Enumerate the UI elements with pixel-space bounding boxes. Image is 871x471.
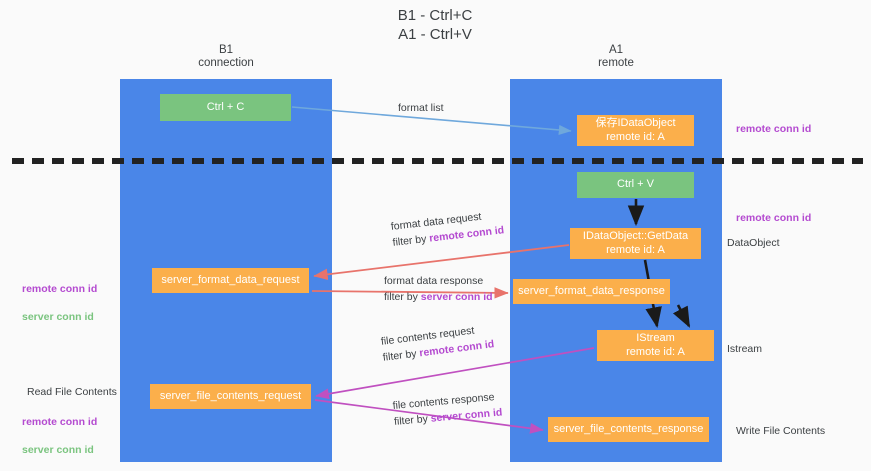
node-istream[interactable]: IStream remote id: A [597,330,714,361]
page-title: B1 - Ctrl+C A1 - Ctrl+V [397,7,473,43]
annotation-remote-conn-id-left-upper: remote conn id [22,283,98,295]
lane-title-a1: A1 remote [598,44,634,69]
edge-label-format-data-request: format data request filter by remote con… [390,206,505,250]
edge-label-fcreq-filter-prefix: filter by [382,347,421,364]
edge-label-format-list-text: format list [398,102,444,114]
edge-label-fdresp-filter-key: server conn id [420,291,493,303]
node-server-format-data-response[interactable]: server_format_data_response [513,279,670,304]
node-idataobject-getdata[interactable]: IDataObject::GetData remote id: A [570,228,701,259]
lane-title-b1: B1 connection [198,44,254,69]
annotation-read-file-contents: Read File Contents [27,386,117,398]
edge-label-file-contents-request: file contents request filter by remote c… [380,320,495,365]
phase-divider [12,158,863,164]
annotation-remote-conn-id-top: remote conn id [736,123,812,135]
annotation-istream: Istream [727,343,763,355]
annotation-conn-ids-upper: remote conn id server conn id [22,268,97,338]
annotation-server-conn-id-left-lower: server conn id [22,444,94,456]
node-server-format-data-request[interactable]: server_format_data_request [152,268,309,293]
edge-label-fcresp-filter-key: server conn id [430,406,503,425]
annotation-write-file-contents: Write File Contents [736,425,826,437]
edge-label-format-list: format list [398,100,444,116]
node-server-file-contents-request[interactable]: server_file_contents_request [150,384,311,409]
node-save-idataobject[interactable]: 保存IDataObject remote id: A [577,115,694,146]
edge-label-file-contents-response: file contents response filter by server … [392,389,503,430]
edge-label-format-data-response: format data response filter by server co… [384,273,493,305]
node-server-file-contents-response[interactable]: server_file_contents_response [548,417,709,442]
edge-label-fcresp-filter-prefix: filter by [393,412,432,428]
annotation-dataobject: DataObject [727,237,780,249]
annotation-remote-conn-id-mid: remote conn id [736,212,812,224]
edge-label-fdreq-filter-prefix: filter by [392,232,430,249]
annotation-server-conn-id-left-upper: server conn id [22,311,94,323]
node-ctrl-c[interactable]: Ctrl + C [160,94,291,121]
edge-label-fdresp-line1: format data response [384,275,484,287]
annotation-remote-conn-id-left-lower: remote conn id [22,416,98,428]
annotation-conn-ids-lower: remote conn id server conn id [22,401,97,471]
edge-label-fdresp-filter-prefix: filter by [384,291,421,303]
node-ctrl-v[interactable]: Ctrl + V [577,172,694,198]
edge-label-fdresp-line2: filter by server conn id [384,289,493,305]
